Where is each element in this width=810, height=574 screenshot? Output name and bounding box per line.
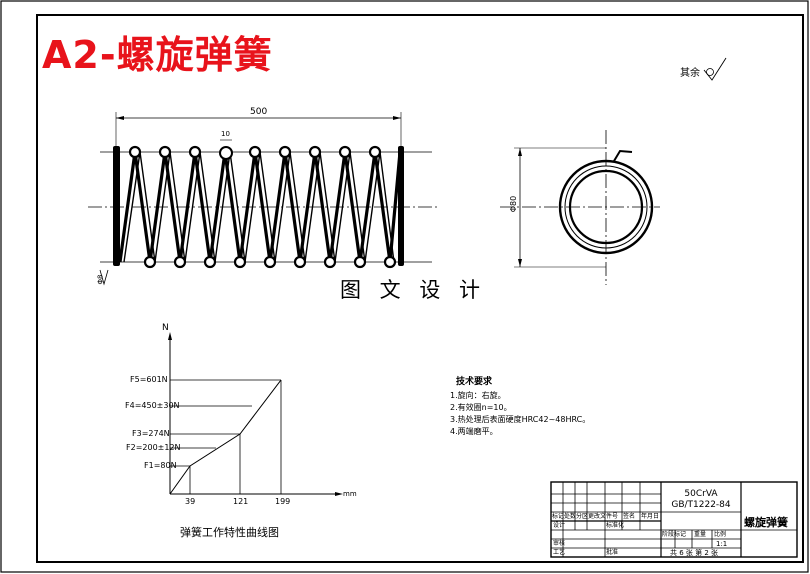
part-name: 螺旋弹簧 (744, 516, 788, 529)
spring-end-view (500, 57, 727, 285)
chart-caption: 弹簧工作特性曲线图 (180, 526, 279, 539)
technical-requirements: 技术要求 1.旋向：右旋。 2.有效圈n=10。 3.热处理后表面硬度HRC42… (450, 376, 590, 438)
material: 50CrVA (684, 489, 718, 499)
chart-load-f5: F5=601N (130, 375, 168, 384)
chart-load-f2: F2=200±12N (126, 443, 181, 452)
characteristic-chart (168, 332, 343, 496)
drawing-title: A2-螺旋弹簧 (42, 33, 273, 77)
tb-ratio: 比例 (714, 531, 727, 538)
tb-standardize: 标准化 (606, 522, 625, 529)
tb-header-sign: 签名 (623, 513, 636, 520)
tb-header-zone: 分区 (576, 513, 589, 520)
chart-tick-39: 39 (185, 497, 196, 506)
chart-tick-199: 199 (275, 497, 291, 506)
chart-load-f3: F3=274N (132, 429, 170, 438)
requirement-item: 2.有效圈n=10。 (450, 403, 512, 412)
tb-header-date: 年月日 (641, 513, 660, 520)
tb-header-file: 更改文件号 (588, 513, 619, 520)
wire-section-mark (219, 146, 233, 160)
standard: GB/T1222-84 (671, 500, 731, 510)
tb-sheets: 共 6 张 第 2 张 (670, 549, 719, 557)
chart-axis-y: N (162, 323, 169, 333)
requirement-item: 4.两端磨平。 (450, 427, 498, 436)
chart-load-f4: F4=450±30N (125, 401, 180, 410)
inner-border (36, 14, 804, 563)
chart-tick-121: 121 (233, 497, 249, 506)
dim-length: 500 (250, 107, 268, 117)
chart-load-f1: F1=80N (144, 461, 177, 470)
dim-pitch: 10 (221, 130, 230, 138)
tb-weight: 重量 (694, 531, 707, 538)
spring-side-view (88, 112, 440, 286)
tb-header-mark: 标记 (552, 513, 565, 520)
tb-design: 设计 (553, 522, 566, 529)
tb-process: 工艺 (553, 549, 566, 556)
dim-diameter: Φ80 (509, 195, 519, 213)
title-block (550, 481, 798, 558)
tb-stage: 阶段标记 (662, 531, 687, 538)
tb-scale: 1:1 (716, 540, 728, 548)
dim-wire: Φ8 (96, 274, 105, 285)
chart-axis-x: mm (343, 490, 357, 498)
tb-header-count: 处数 (564, 513, 577, 520)
watermark: 图 文 设 计 (336, 274, 491, 304)
requirements-heading: 技术要求 (456, 377, 493, 387)
tb-approve: 批准 (606, 549, 619, 556)
tb-review: 审核 (553, 540, 566, 547)
material-spec: 50CrVA GB/T1222-84 (666, 489, 736, 511)
requirement-item: 3.热处理后表面硬度HRC42~48HRC。 (450, 415, 591, 424)
requirement-item: 1.旋向：右旋。 (450, 391, 506, 400)
roughness-note: 其余 (680, 68, 700, 79)
